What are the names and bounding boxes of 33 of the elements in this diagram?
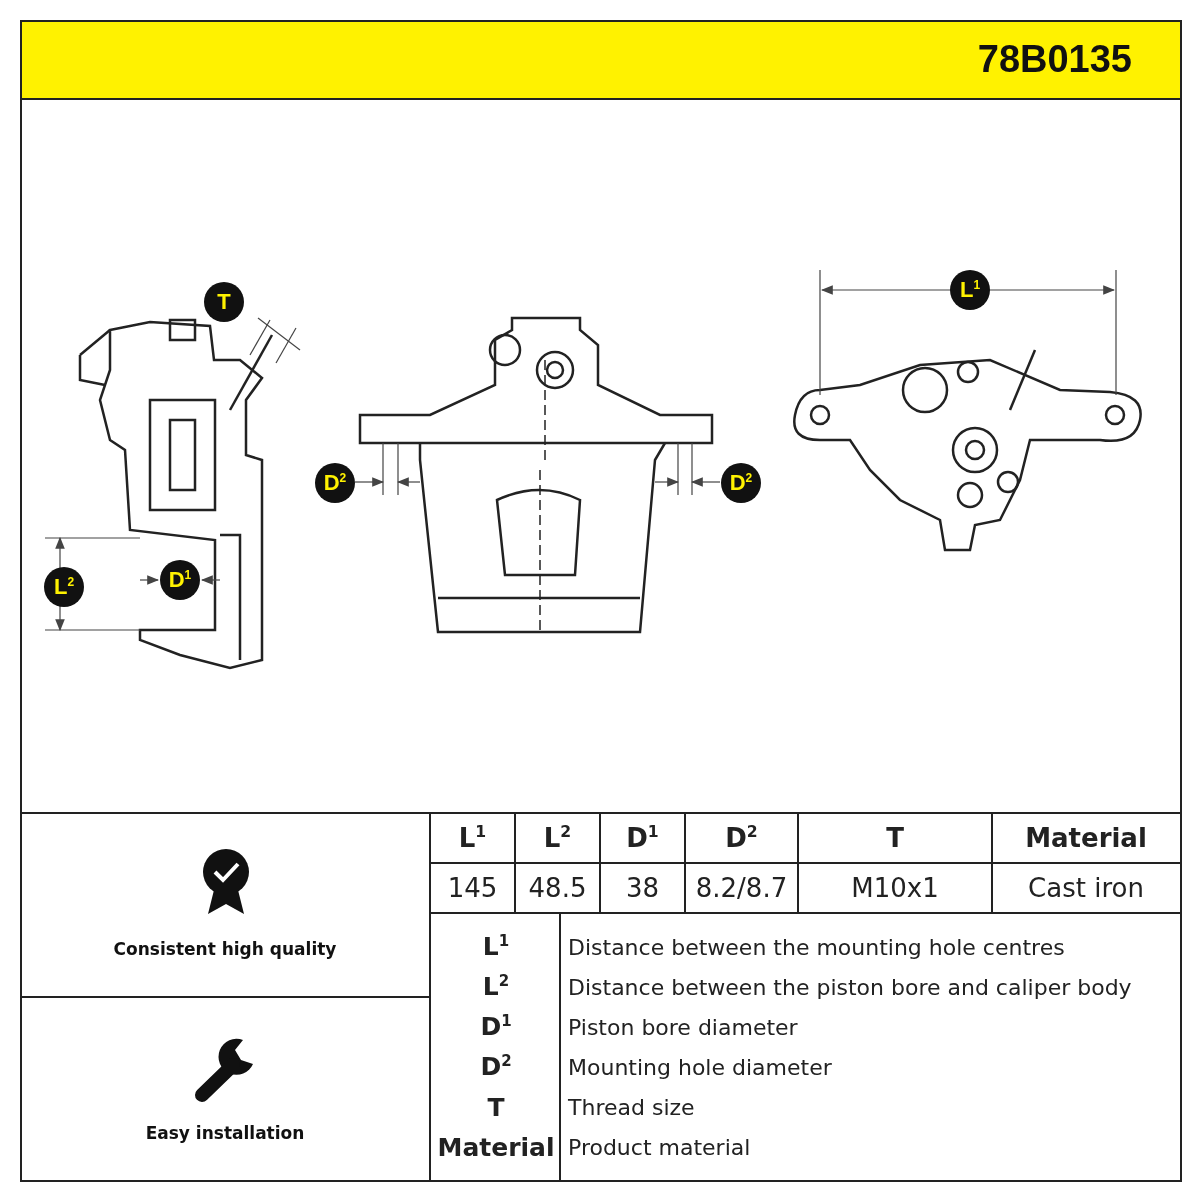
callout-label: T: [204, 282, 244, 322]
feature-text: Consistent high quality: [112, 939, 338, 959]
callout-label: L$^{2}$: [44, 567, 84, 607]
symbol-text: Material: [436, 1131, 556, 1164]
table-value: M10x1: [850, 872, 940, 905]
symbol-text: T: [486, 1091, 506, 1124]
callout-label: D$^{1}$: [160, 560, 200, 600]
table-value: 38: [624, 872, 661, 905]
callout-label: L$^{1}$: [950, 270, 990, 310]
description-text: Thread size: [568, 1093, 696, 1122]
table-value: 48.5: [527, 872, 588, 905]
table-header: Material: [1024, 822, 1148, 855]
description-text: Mounting hole diameter: [568, 1053, 833, 1082]
table-header: D$^{2}$: [724, 822, 759, 855]
symbol-text: D$^{1}$: [479, 1011, 513, 1044]
table-header: T: [885, 822, 905, 855]
table-header: L$^{2}$: [542, 822, 573, 855]
description-text: Product material: [568, 1133, 752, 1162]
table-header: L$^{1}$: [457, 822, 488, 855]
callout-label: D$^{2}$: [721, 463, 761, 503]
callout-label: D$^{2}$: [315, 463, 355, 503]
table-value: 145: [446, 872, 499, 905]
description-text: Distance between the piston bore and caliper body: [568, 973, 1133, 1002]
table-value: 8.2/8.7: [694, 872, 789, 905]
table-value: Cast iron: [1027, 872, 1145, 905]
feature-text: Easy installation: [144, 1123, 306, 1143]
table-header: D$^{1}$: [625, 822, 660, 855]
symbol-text: L$^{1}$: [481, 931, 511, 964]
description-text: Distance between the mounting hole centres: [568, 933, 1066, 962]
symbol-text: D$^{2}$: [479, 1051, 513, 1084]
description-text: Piston bore diameter: [568, 1013, 799, 1042]
part-number: 78B0135: [977, 38, 1132, 81]
symbol-text: L$^{2}$: [481, 971, 511, 1004]
